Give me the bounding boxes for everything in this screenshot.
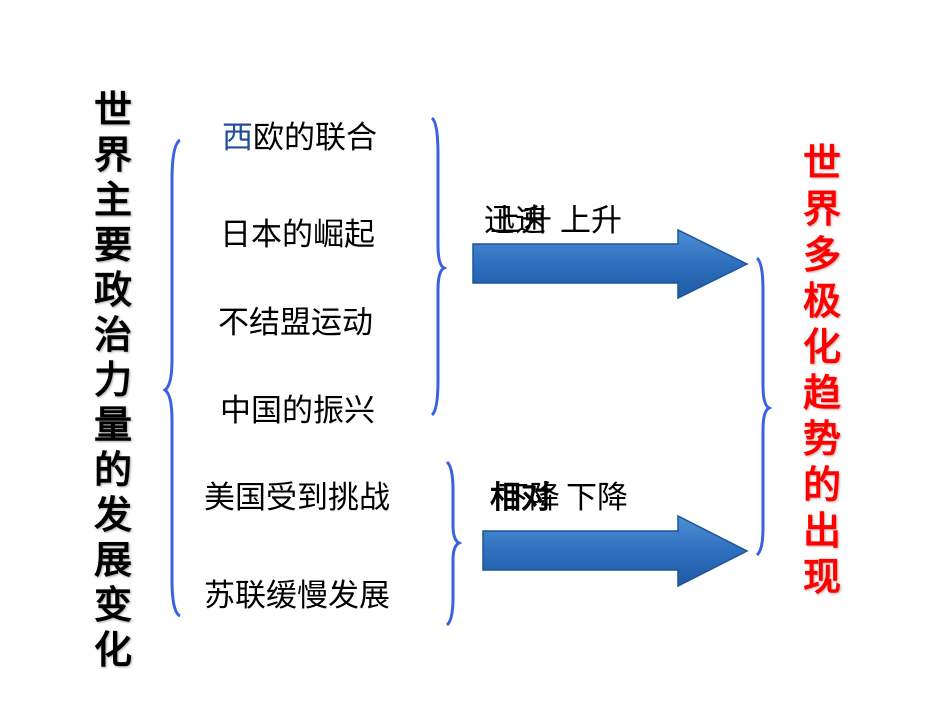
right-title-char: 现 — [802, 555, 841, 599]
right-vertical-title: 世 界 多 极 化 趋 势 的 出 现 — [797, 140, 847, 600]
lower-arrow — [482, 514, 749, 588]
upper-label-overlap-b: 上升 — [490, 203, 552, 239]
left-title-char: 世 — [93, 88, 132, 132]
item-china: 中国的振兴 — [220, 393, 375, 429]
left-title-char: 治 — [93, 313, 132, 357]
lower-label-overlap-a: 相对 — [490, 480, 552, 516]
left-title-char: 的 — [93, 448, 132, 492]
left-title-char: 力 — [93, 358, 132, 402]
result-brace — [755, 256, 773, 557]
item-west-europe-rest: 欧的联合 — [253, 120, 377, 156]
lower-right-brace — [445, 460, 463, 627]
right-title-char: 多 — [802, 233, 841, 277]
item-japan: 日本的崛起 — [220, 217, 375, 253]
left-title-char: 发 — [93, 493, 132, 537]
left-title-char: 化 — [93, 628, 132, 672]
item-ussr: 苏联缓慢发展 — [204, 578, 390, 614]
upper-right-brace — [430, 116, 448, 417]
left-title-char: 展 — [93, 538, 132, 582]
lower-label-overlap-b: 下降 — [498, 480, 560, 516]
right-title-char: 极 — [802, 279, 841, 323]
right-title-char: 的 — [802, 463, 841, 507]
lower-label-rest: 下降 — [566, 480, 628, 516]
upper-arrow — [472, 228, 749, 300]
left-vertical-title: 世 界 主 要 政 治 力 量 的 发 展 变 化 — [88, 88, 138, 673]
right-title-char: 界 — [802, 187, 841, 231]
right-title-char: 势 — [802, 417, 841, 461]
left-title-char: 要 — [93, 223, 132, 267]
right-title-char: 化 — [802, 325, 841, 369]
left-title-char: 量 — [93, 403, 132, 447]
item-west-europe-first-char: 西 — [222, 120, 253, 156]
left-title-char: 主 — [93, 178, 132, 222]
item-non-aligned: 不结盟运动 — [218, 305, 373, 341]
left-brace — [162, 138, 181, 618]
right-title-char: 出 — [802, 509, 841, 553]
left-title-char: 政 — [93, 268, 132, 312]
right-title-char: 趋 — [802, 371, 841, 415]
right-title-char: 世 — [802, 141, 841, 185]
left-title-char: 界 — [93, 133, 132, 177]
item-west-europe: 西欧的联合 — [222, 118, 377, 158]
upper-label-rest: 上升 — [560, 203, 622, 239]
left-title-char: 变 — [93, 583, 132, 627]
upper-label-overlap-a: 迅速 — [484, 203, 546, 239]
item-usa: 美国受到挑战 — [204, 480, 390, 516]
